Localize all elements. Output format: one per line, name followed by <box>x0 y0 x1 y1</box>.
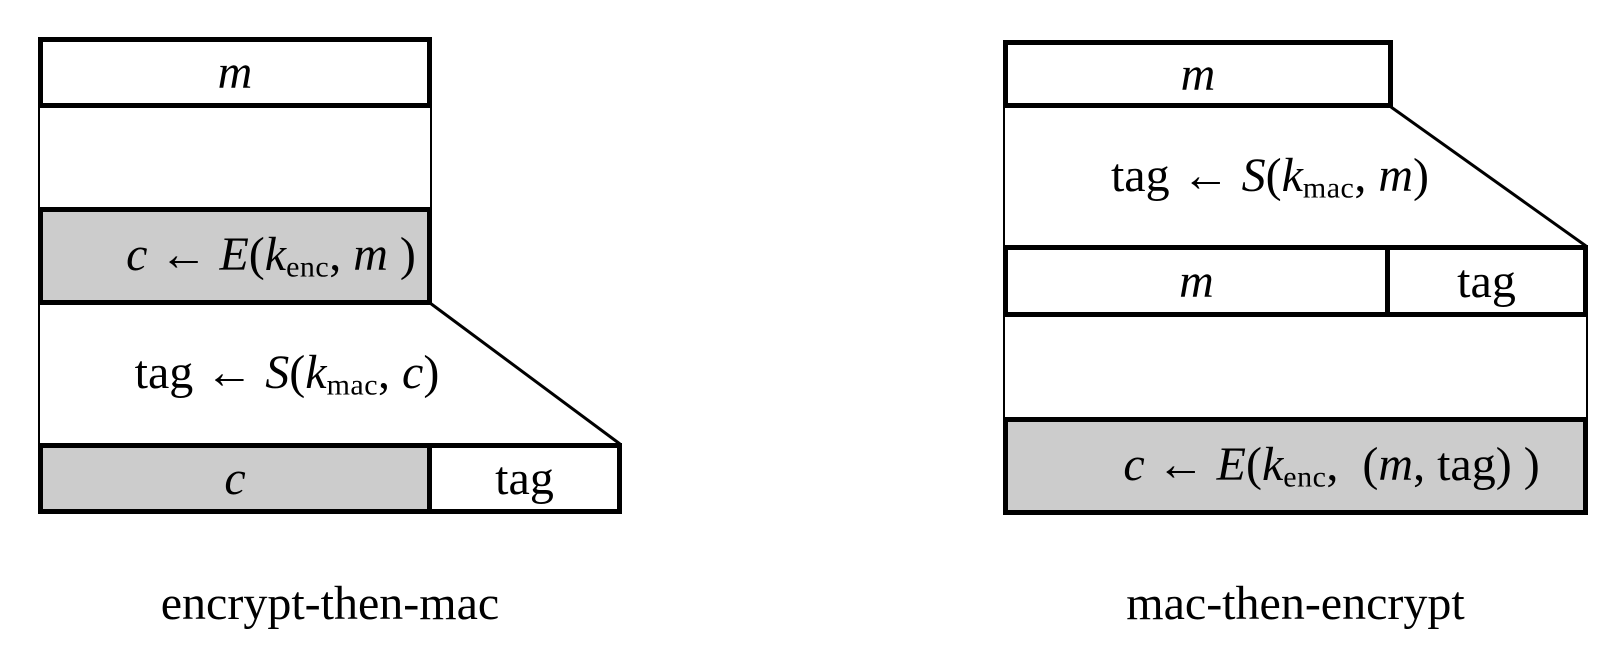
key-subscript: mac <box>1302 171 1355 205</box>
key-var: k <box>305 346 327 400</box>
assign-arrow-icon: ← <box>205 346 254 400</box>
assign-arrow-icon: ← <box>1181 148 1230 202</box>
etm-gap-region <box>38 108 432 207</box>
argument-var: m <box>1378 148 1414 202</box>
close-paren: ) <box>1413 148 1430 202</box>
separator: , <box>329 228 354 282</box>
separator: , <box>378 346 403 400</box>
message-var: m <box>217 46 253 99</box>
mte-mac-region: tag←S(kmac, m) <box>1003 108 1463 245</box>
mte-message-box: m <box>1003 40 1393 108</box>
separator: , ( <box>1326 438 1379 492</box>
message-var: m <box>1180 47 1216 101</box>
open-paren: ( <box>289 346 306 400</box>
etm-caption: encrypt-then-mac <box>160 577 500 630</box>
etm-mac-formula: tag←S(kmac, c) <box>63 290 440 458</box>
function-name: E <box>219 228 249 282</box>
mte-gap-region <box>1003 317 1588 417</box>
key-subscript: enc <box>286 250 330 284</box>
key-var: k <box>1281 148 1303 202</box>
tag-label: tag <box>495 452 554 505</box>
message-var: m <box>1179 254 1214 308</box>
separator: , <box>1354 148 1379 202</box>
mte-pair-row-message-box: m <box>1003 245 1390 317</box>
mte-caption: mac-then-encrypt <box>1126 577 1465 630</box>
function-name: S <box>265 346 290 400</box>
argument-var: m <box>1378 438 1414 492</box>
output-var: c <box>1123 438 1145 492</box>
output-var: tag <box>1110 148 1170 202</box>
etm-mac-region: tag←S(kmac, c) <box>38 305 462 443</box>
etm-message-box: m <box>38 37 432 108</box>
function-name: S <box>1241 148 1266 202</box>
argument-var: m <box>353 228 388 282</box>
close-paren: ) <box>387 228 416 282</box>
key-subscript: enc <box>1283 460 1327 494</box>
mte-mac-formula: tag←S(kmac, m) <box>1039 93 1429 261</box>
mte-pair-row-tag-box: tag <box>1385 245 1588 317</box>
argument-var: c <box>402 346 424 400</box>
output-var: tag <box>134 346 194 400</box>
close-paren: ) <box>423 346 440 400</box>
key-var: k <box>264 228 287 282</box>
tag-label: tag <box>1457 254 1516 308</box>
function-name: E <box>1216 438 1246 492</box>
etm-tag-box: tag <box>427 443 622 514</box>
output-var: c <box>126 228 148 282</box>
etm-ciphertext-box: c <box>38 443 432 514</box>
mte-encrypt-box: c←E(kenc, (m, tag) ) <box>1003 417 1588 515</box>
assign-arrow-icon: ← <box>1156 438 1205 492</box>
etm-encrypt-formula: c←E(kenc, m ) <box>54 172 416 340</box>
separator2: , <box>1413 438 1438 492</box>
mte-encrypt-formula: c←E(kenc, (m, tag) ) <box>1051 382 1539 550</box>
argument2-tag-label: tag <box>1437 438 1496 492</box>
open-paren: ( <box>248 228 265 282</box>
close-paren: ) ) <box>1495 438 1540 492</box>
assign-arrow-icon: ← <box>159 228 208 282</box>
ciphertext-var: c <box>224 452 246 505</box>
open-paren: ( <box>1245 438 1262 492</box>
open-paren: ( <box>1265 148 1282 202</box>
key-subscript: mac <box>326 368 379 402</box>
key-var: k <box>1261 438 1284 492</box>
etm-encrypt-box: c←E(kenc, m ) <box>38 207 432 305</box>
